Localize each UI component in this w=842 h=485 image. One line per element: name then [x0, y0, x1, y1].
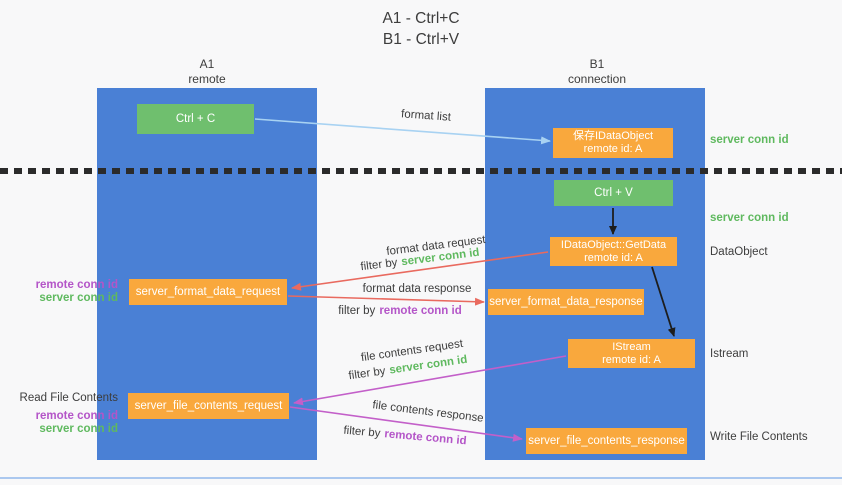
label-server-conn-id-right-mid: server conn id [710, 212, 789, 224]
node-ctrl-c: Ctrl + C [137, 104, 254, 134]
node-file-request-label: server_file_contents_request [134, 399, 283, 412]
node-server-file-contents-request: server_file_contents_request [128, 393, 289, 419]
node-getdata-line2: remote id: A [584, 251, 643, 264]
node-format-response-label: server_format_data_response [489, 295, 643, 308]
node-save-idataobject: 保存IDataObject remote id: A [553, 128, 673, 158]
node-getdata-line1: IDataObject::GetData [560, 238, 667, 251]
diagram-title: A1 - Ctrl+C B1 - Ctrl+V [0, 8, 842, 50]
node-server-file-contents-response: server_file_contents_response [526, 428, 687, 454]
lifeline-a1-role: remote [188, 72, 226, 86]
label-file-contents-response: file contents response [371, 399, 485, 425]
label-write-file-contents: Write File Contents [710, 431, 808, 443]
lifeline-b1-role: connection [567, 72, 627, 86]
label-format-data-response: format data response [362, 283, 472, 295]
remote-conn-id-text: remote conn id [383, 428, 468, 448]
filter-by-text: filter by [342, 424, 381, 440]
label-server-conn-id-right-top: server conn id [710, 134, 789, 146]
node-istream-line2: remote id: A [602, 353, 661, 366]
node-ctrl-v-label: Ctrl + V [594, 186, 633, 199]
filter-by-text: filter by [359, 256, 399, 274]
label-remote-conn-id-left-2: remote conn id [35, 410, 118, 422]
node-server-format-data-request: server_format_data_request [129, 279, 287, 305]
lifeline-a1-name: A1 [199, 57, 215, 71]
node-save-idataobject-line1: 保存IDataObject [572, 130, 654, 142]
label-dataobject: DataObject [710, 246, 768, 258]
title-line-b1: B1 - Ctrl+V [382, 31, 460, 48]
label-server-conn-id-left-2: server conn id [39, 423, 118, 435]
label-format-list: format list [400, 108, 452, 124]
label-remote-conn-id-left-1: remote conn id [35, 279, 118, 291]
node-istream: IStream remote id: A [568, 339, 695, 368]
format-data-response-arrow [287, 295, 485, 306]
filter-by-text: filter by [347, 365, 387, 383]
remote-conn-id-text: remote conn id [379, 305, 462, 317]
node-server-format-data-response: server_format_data_response [488, 289, 644, 315]
node-save-idataobject-line2: remote id: A [583, 143, 643, 155]
filter-by-text: filter by [338, 305, 376, 317]
lifeline-b1-name: B1 [589, 57, 605, 71]
node-idataobject-getdata: IDataObject::GetData remote id: A [550, 237, 677, 266]
label-istream: Istream [710, 348, 749, 360]
node-istream-line1: IStream [612, 340, 651, 353]
lifeline-header-b1: B1 connection [547, 57, 647, 87]
label-server-conn-id-left-1: server conn id [39, 292, 118, 304]
lifeline-header-a1: A1 remote [157, 57, 257, 87]
title-line-a1: A1 - Ctrl+C [382, 10, 460, 27]
node-format-request-label: server_format_data_request [135, 285, 281, 298]
node-ctrl-v: Ctrl + V [554, 180, 673, 206]
node-ctrl-c-label: Ctrl + C [175, 112, 216, 125]
bottom-edge-line [0, 477, 842, 479]
node-file-response-label: server_file_contents_response [528, 434, 685, 447]
label-read-file-contents: Read File Contents [19, 392, 118, 404]
